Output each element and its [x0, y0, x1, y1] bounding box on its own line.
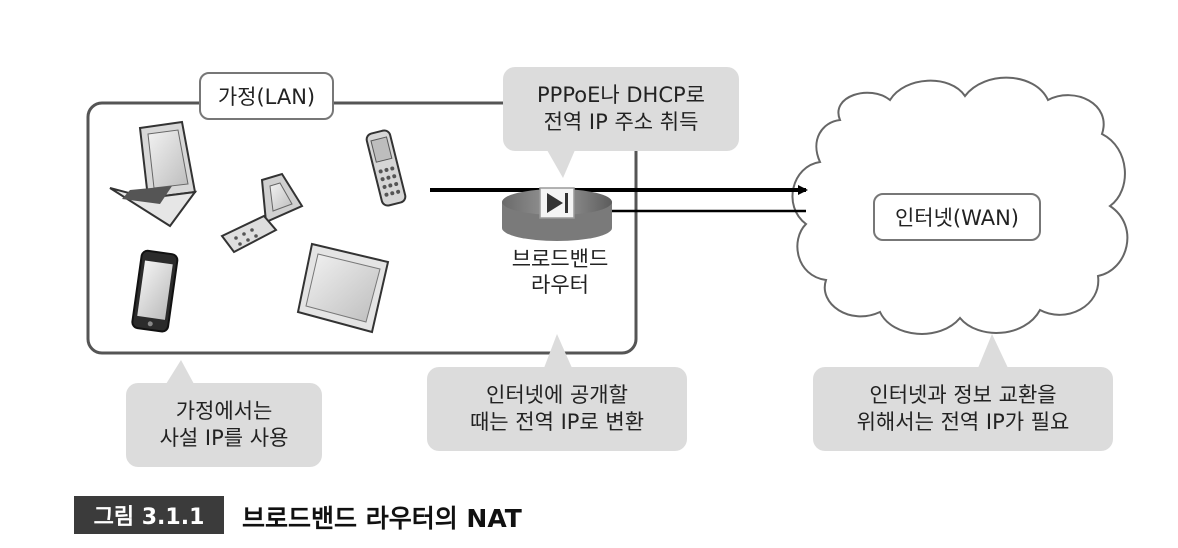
router-icon: [502, 187, 612, 241]
global-ip-callout-line2: 위해서는 전역 IP가 필요: [856, 410, 1070, 434]
router-label-line2: 라우터: [531, 273, 589, 297]
figure-title: 브로드밴드 라우터의 NAT: [242, 499, 522, 535]
private-ip-callout: 가정에서는 사설 IP를 사용: [126, 383, 322, 467]
laptop-icon: [109, 120, 198, 228]
isp-callout-line1: PPPoE나 DHCP로: [537, 83, 705, 107]
nat-callout-pointer: [544, 334, 572, 368]
global-ip-callout-line1: 인터넷과 정보 교환을: [869, 383, 1057, 407]
figure-number: 그림 3.1.1: [74, 496, 224, 534]
private-ip-callout-line2: 사설 IP를 사용: [159, 426, 289, 450]
smartphone-icon: [131, 249, 179, 333]
router-label: 브로드밴드 라우터: [497, 246, 623, 298]
tablet-icon: [296, 242, 390, 334]
isp-callout-pointer: [547, 150, 575, 178]
lan-boundary: [86, 101, 638, 355]
private-ip-callout-pointer: [166, 360, 194, 384]
global-ip-callout: 인터넷과 정보 교환을 위해서는 전역 IP가 필요: [813, 367, 1113, 451]
lan-label-text: 가정(LAN): [217, 85, 316, 109]
feature-phone-icon: [365, 129, 407, 207]
figure-number-text: 그림 3.1.1: [93, 505, 205, 530]
private-ip-callout-line1: 가정에서는: [175, 399, 273, 423]
isp-callout-line2: 전역 IP 주소 취득: [543, 110, 699, 134]
isp-callout: PPPoE나 DHCP로 전역 IP 주소 취득: [503, 67, 739, 151]
flip-phone-icon: [220, 172, 304, 254]
nat-callout-line2: 때는 전역 IP로 변환: [469, 410, 645, 434]
lan-label: 가정(LAN): [199, 72, 334, 120]
internet-label: 인터넷(WAN): [873, 193, 1041, 241]
router-label-line1: 브로드밴드: [511, 247, 609, 271]
nat-callout-line1: 인터넷에 공개할: [486, 383, 628, 407]
internet-label-text: 인터넷(WAN): [894, 206, 1020, 230]
global-ip-callout-pointer: [978, 334, 1008, 368]
figure-title-text: 브로드밴드 라우터의 NAT: [242, 504, 522, 533]
nat-callout: 인터넷에 공개할 때는 전역 IP로 변환: [427, 367, 687, 451]
